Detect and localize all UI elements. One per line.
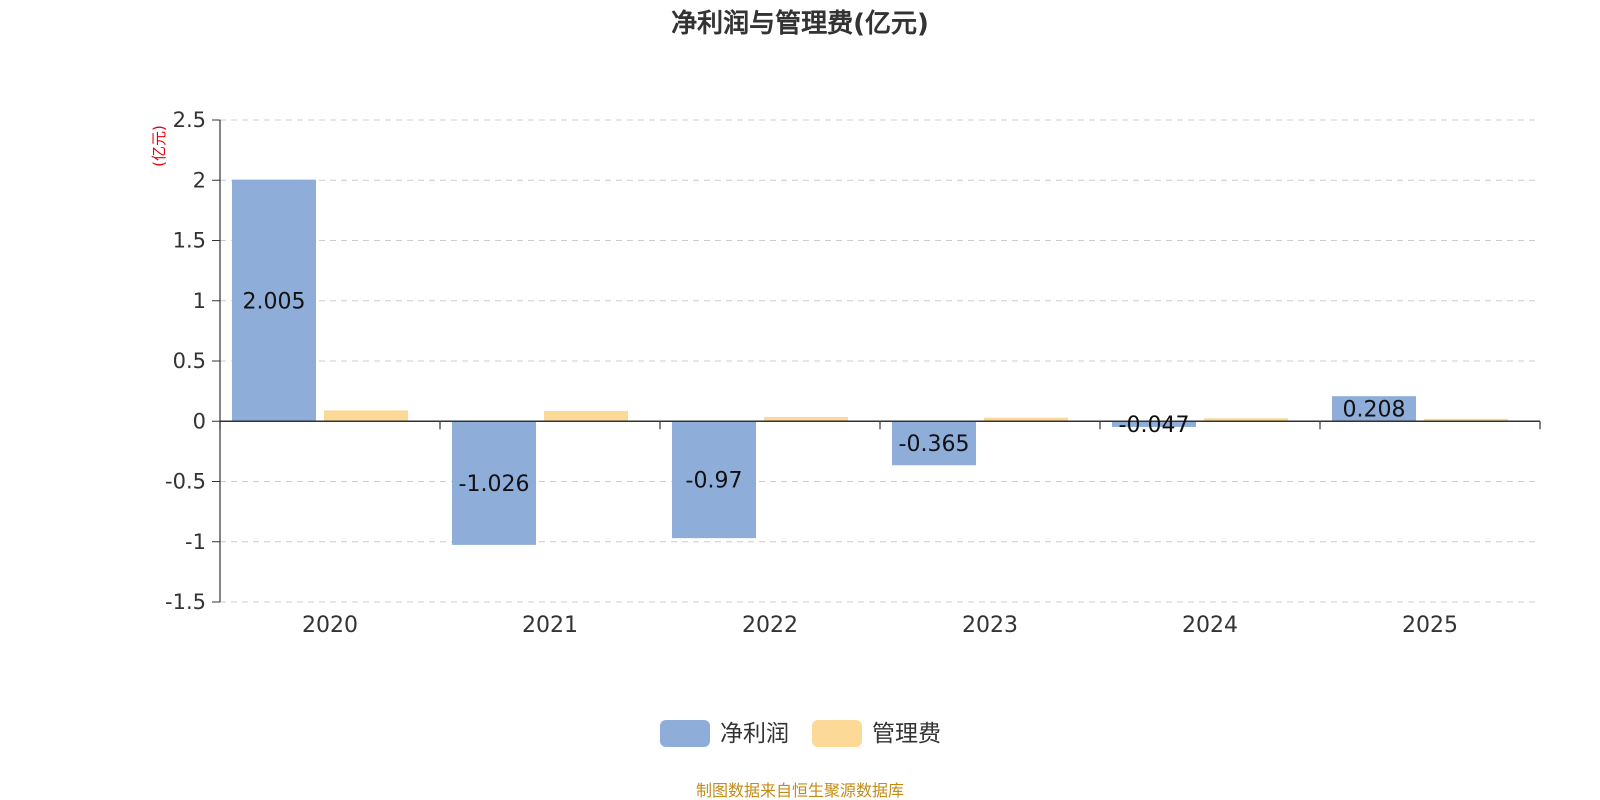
y-tick-label: 2.5: [173, 108, 206, 132]
data-label: -0.047: [1119, 413, 1190, 438]
bars: [232, 179, 1508, 545]
bar-net-profit[interactable]: [892, 421, 976, 466]
y-tick-label: -1.5: [165, 590, 206, 614]
y-tick-label: -0.5: [165, 470, 206, 494]
y-tick-label: 2: [193, 168, 206, 192]
chart-title: 净利润与管理费(亿元): [671, 8, 929, 39]
bar-admin-expense[interactable]: [1424, 418, 1508, 422]
data-label: 2.005: [243, 289, 306, 314]
data-label: -1.026: [459, 472, 530, 497]
bar-admin-expense[interactable]: [764, 417, 848, 422]
legend-item[interactable]: 净利润: [660, 720, 789, 747]
x-tick-label: 2023: [962, 613, 1018, 638]
bar-net-profit[interactable]: [452, 421, 536, 545]
legend-item[interactable]: 管理费: [812, 720, 941, 747]
y-tick-label: -1: [185, 530, 206, 554]
y-tick-label: 0: [193, 409, 206, 433]
bar-admin-expense[interactable]: [324, 410, 408, 422]
y-tick-label: 1.5: [173, 229, 206, 253]
bar-admin-expense[interactable]: [984, 417, 1068, 422]
source-note: 制图数据来自恒生聚源数据库: [696, 781, 904, 800]
bar-admin-expense[interactable]: [1204, 418, 1288, 422]
legend[interactable]: 净利润 管理费: [660, 720, 941, 747]
y-tick-label: 1: [193, 289, 206, 313]
bar-net-profit[interactable]: [1112, 421, 1196, 427]
y-tick-label: 0.5: [173, 349, 206, 373]
data-labels: 2.005 -1.026 -0.97 -0.365 -0.047 0.208: [243, 289, 1406, 497]
x-tick-label: 2024: [1182, 613, 1238, 638]
grid-lines: [220, 119, 1540, 603]
axes: 2.5 2 1.5 1 0.5 0 -0.5 -1 -1.5 2020 2021 2022 2023 20…: [165, 108, 1541, 638]
legend-swatch: [660, 720, 710, 747]
bar-admin-expense[interactable]: [544, 411, 628, 422]
bar-net-profit[interactable]: [232, 179, 316, 422]
bar-net-profit[interactable]: [1332, 396, 1416, 422]
y-axis-unit-label: (亿元): [150, 125, 168, 167]
legend-label: 管理费: [872, 721, 941, 747]
x-tick-label: 2020: [302, 613, 358, 638]
legend-label: 净利润: [720, 721, 789, 747]
x-tick-label: 2022: [742, 613, 798, 638]
x-tick-label: 2025: [1402, 613, 1458, 638]
bar-net-profit[interactable]: [672, 421, 756, 539]
legend-swatch: [812, 720, 862, 747]
data-label: 0.208: [1343, 398, 1406, 423]
x-tick-label: 2021: [522, 613, 578, 638]
data-label: -0.97: [686, 469, 743, 494]
data-label: -0.365: [899, 432, 970, 457]
